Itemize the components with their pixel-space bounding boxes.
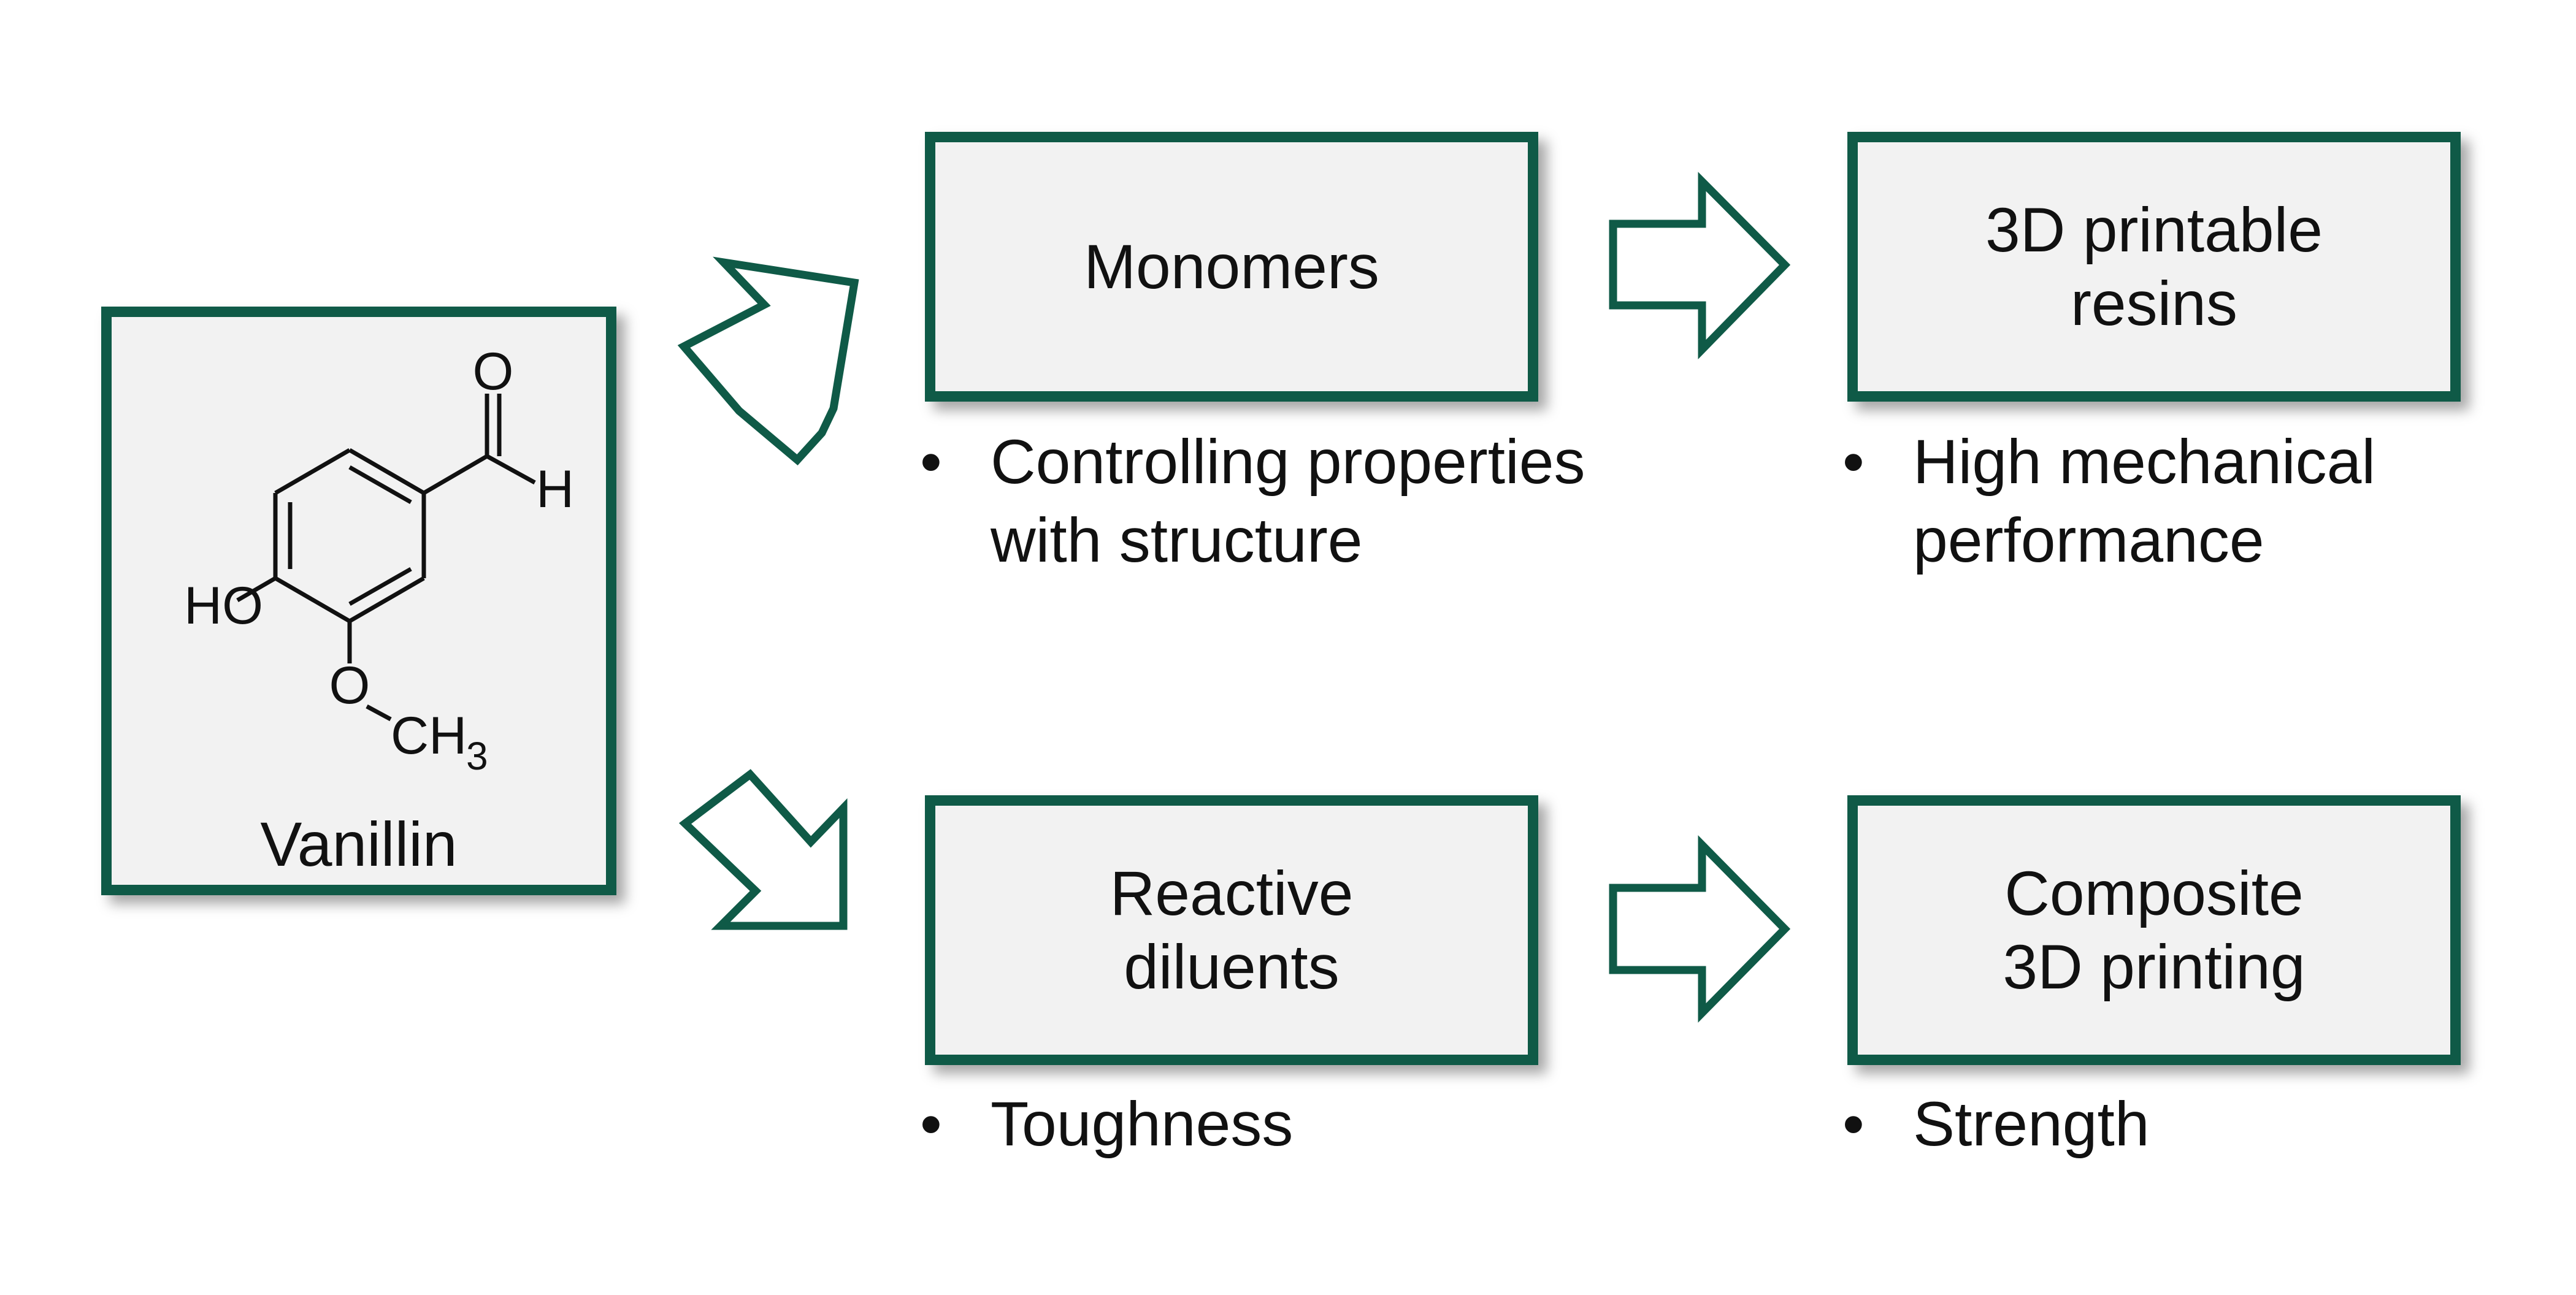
carbonyl-oxygen-label: O xyxy=(473,342,514,401)
diluents-bullet: • Toughness xyxy=(920,1085,1533,1171)
bullet-dot: • xyxy=(1842,427,1865,497)
diluents-label: Reactive diluents xyxy=(1110,858,1354,1002)
arrow-down-right-icon xyxy=(678,769,848,930)
monomers-label: Monomers xyxy=(1084,231,1379,302)
composite-bullet-text: Strength xyxy=(1913,1089,2150,1159)
composite-box: Composite 3D printing xyxy=(1847,795,2461,1065)
vanillin-box: O H HO O CH 3 Vanillin xyxy=(101,307,616,895)
monomers-bullet: • Controlling properties with structure xyxy=(920,423,1717,595)
ether-oxygen-label: O xyxy=(329,656,370,715)
methyl-label: CH xyxy=(391,706,467,765)
diluents-bullet-text: Toughness xyxy=(991,1089,1294,1159)
aldehyde-hydrogen-label: H xyxy=(536,460,574,519)
composite-label: Composite 3D printing xyxy=(2003,858,2306,1002)
arrow-right-icon xyxy=(1609,172,1791,359)
arrow-up-right-icon xyxy=(677,256,859,466)
composite-bullet: • Strength xyxy=(1842,1085,2456,1171)
bullet-dot: • xyxy=(920,427,942,497)
arrow-right-icon xyxy=(1609,835,1791,1023)
resins-bullet: • High mechanical performance xyxy=(1842,423,2576,595)
diluents-box: Reactive diluents xyxy=(925,795,1538,1065)
resins-box: 3D printable resins xyxy=(1847,132,2461,402)
monomers-bullet-text: Controlling properties with structure xyxy=(991,427,1585,575)
vanillin-name: Vanillin xyxy=(260,809,458,879)
hydroxyl-label: HO xyxy=(184,576,263,635)
vanillin-structure: O H HO O CH 3 xyxy=(184,342,574,778)
bullet-dot: • xyxy=(920,1089,942,1159)
monomers-box: Monomers xyxy=(925,132,1538,402)
methyl-subscript: 3 xyxy=(466,734,488,778)
resins-label: 3D printable resins xyxy=(1985,194,2323,338)
bullet-dot: • xyxy=(1842,1089,1865,1159)
resins-bullet-text: High mechanical performance xyxy=(1913,427,2376,575)
